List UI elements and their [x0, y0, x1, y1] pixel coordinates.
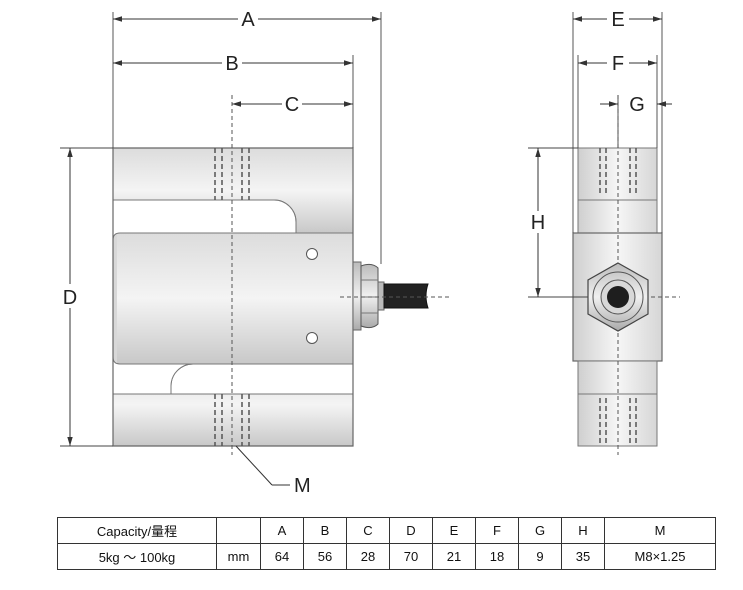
- leader-m: M: [235, 445, 311, 497]
- header-c: C: [346, 517, 390, 544]
- spec-table-header-row: Capacity/量程 A B C D E F G H M: [57, 517, 716, 544]
- header-a: A: [260, 517, 304, 544]
- value-capacity: 5kg ～ 100kg: [57, 543, 217, 570]
- dimension-h: H: [531, 148, 545, 297]
- header-capacity: Capacity/量程: [57, 517, 217, 544]
- dimension-h-label: H: [531, 212, 545, 234]
- dimension-g-label: G: [629, 94, 645, 116]
- value-g: 9: [518, 543, 562, 570]
- spec-table-value-row: 5kg ～ 100kg mm 64 56 28 70 21 18 9 35 M8…: [57, 543, 716, 570]
- header-f: F: [475, 517, 519, 544]
- screw-hole-top: [306, 248, 318, 260]
- front-extension-lines: [60, 12, 382, 447]
- dimension-e-label: E: [611, 9, 624, 31]
- lower-slot: [112, 356, 194, 395]
- leader-m-label: M: [294, 475, 311, 497]
- side-gland-nut: [587, 262, 649, 332]
- dimension-f-label: F: [612, 53, 624, 75]
- value-b: 56: [303, 543, 347, 570]
- header-e: E: [432, 517, 476, 544]
- dimension-a-label: A: [241, 9, 255, 31]
- dimension-c-label: C: [285, 94, 299, 116]
- cable: [383, 283, 429, 309]
- value-d: 70: [389, 543, 433, 570]
- dimension-b: B: [113, 53, 353, 75]
- front-view: A B C D M: [60, 9, 450, 497]
- dimension-f: F: [578, 53, 657, 75]
- value-m: M8×1.25: [604, 543, 716, 570]
- value-c: 28: [346, 543, 390, 570]
- dimension-d-label: D: [63, 287, 77, 309]
- side-view: E F G H: [528, 9, 680, 455]
- side-thread-lines: [599, 148, 637, 446]
- header-b: B: [303, 517, 347, 544]
- dimension-d: D: [63, 148, 77, 446]
- dimension-b-label: B: [225, 53, 238, 75]
- dimension-a: A: [113, 9, 381, 31]
- bottom-thread-hole: [214, 394, 250, 446]
- header-unit: [216, 517, 261, 544]
- s-beam-outline: [112, 147, 354, 447]
- value-unit: mm: [216, 543, 261, 570]
- header-g: G: [518, 517, 562, 544]
- header-m: M: [604, 517, 716, 544]
- dimension-c: C: [232, 94, 353, 116]
- value-h: 35: [561, 543, 605, 570]
- dimension-e: E: [573, 9, 662, 31]
- value-f: 18: [475, 543, 519, 570]
- header-h: H: [561, 517, 605, 544]
- header-d: D: [389, 517, 433, 544]
- value-e: 21: [432, 543, 476, 570]
- dimension-g: G: [600, 92, 672, 116]
- top-thread-hole: [214, 148, 250, 200]
- cable-gland: [352, 261, 385, 331]
- spec-table: Capacity/量程 A B C D E F G H M 5kg ～ 100k…: [57, 517, 716, 570]
- left-spine: [113, 200, 117, 394]
- screw-hole-bottom: [306, 332, 318, 344]
- value-a: 64: [260, 543, 304, 570]
